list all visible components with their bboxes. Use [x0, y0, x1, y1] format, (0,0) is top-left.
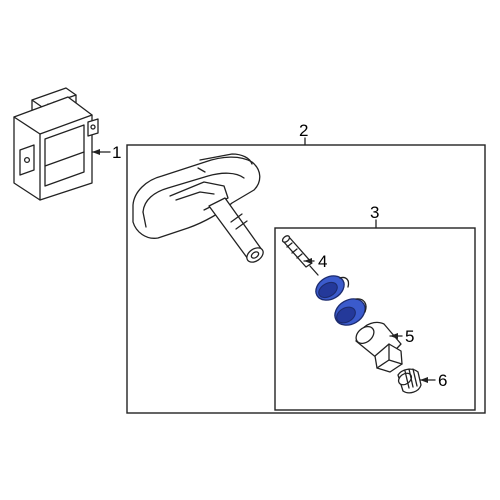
callout-2: 2 — [299, 121, 308, 146]
callout-label-5: 5 — [405, 327, 414, 346]
grommet-seal-large[interactable] — [330, 294, 370, 331]
control-module[interactable] — [13, 87, 99, 201]
callout-label-4: 4 — [318, 252, 327, 271]
kit-box — [274, 227, 476, 411]
callout-3: 3 — [370, 203, 379, 229]
valve-nut[interactable] — [353, 321, 403, 373]
valve-cap[interactable] — [396, 368, 422, 394]
callout-5: 5 — [389, 327, 414, 346]
callout-label-3: 3 — [370, 203, 379, 222]
tpms-sensor[interactable] — [132, 153, 266, 265]
callout-label-2: 2 — [299, 121, 308, 140]
callout-label-6: 6 — [438, 371, 447, 390]
callout-4: 4 — [303, 252, 327, 271]
callout-label-1: 1 — [112, 143, 121, 162]
callout-6: 6 — [419, 371, 447, 390]
callout-1: 1 — [91, 143, 121, 162]
assembly-box — [126, 144, 486, 414]
valve-core[interactable] — [281, 235, 319, 276]
grommet-seal-small[interactable] — [312, 271, 350, 305]
